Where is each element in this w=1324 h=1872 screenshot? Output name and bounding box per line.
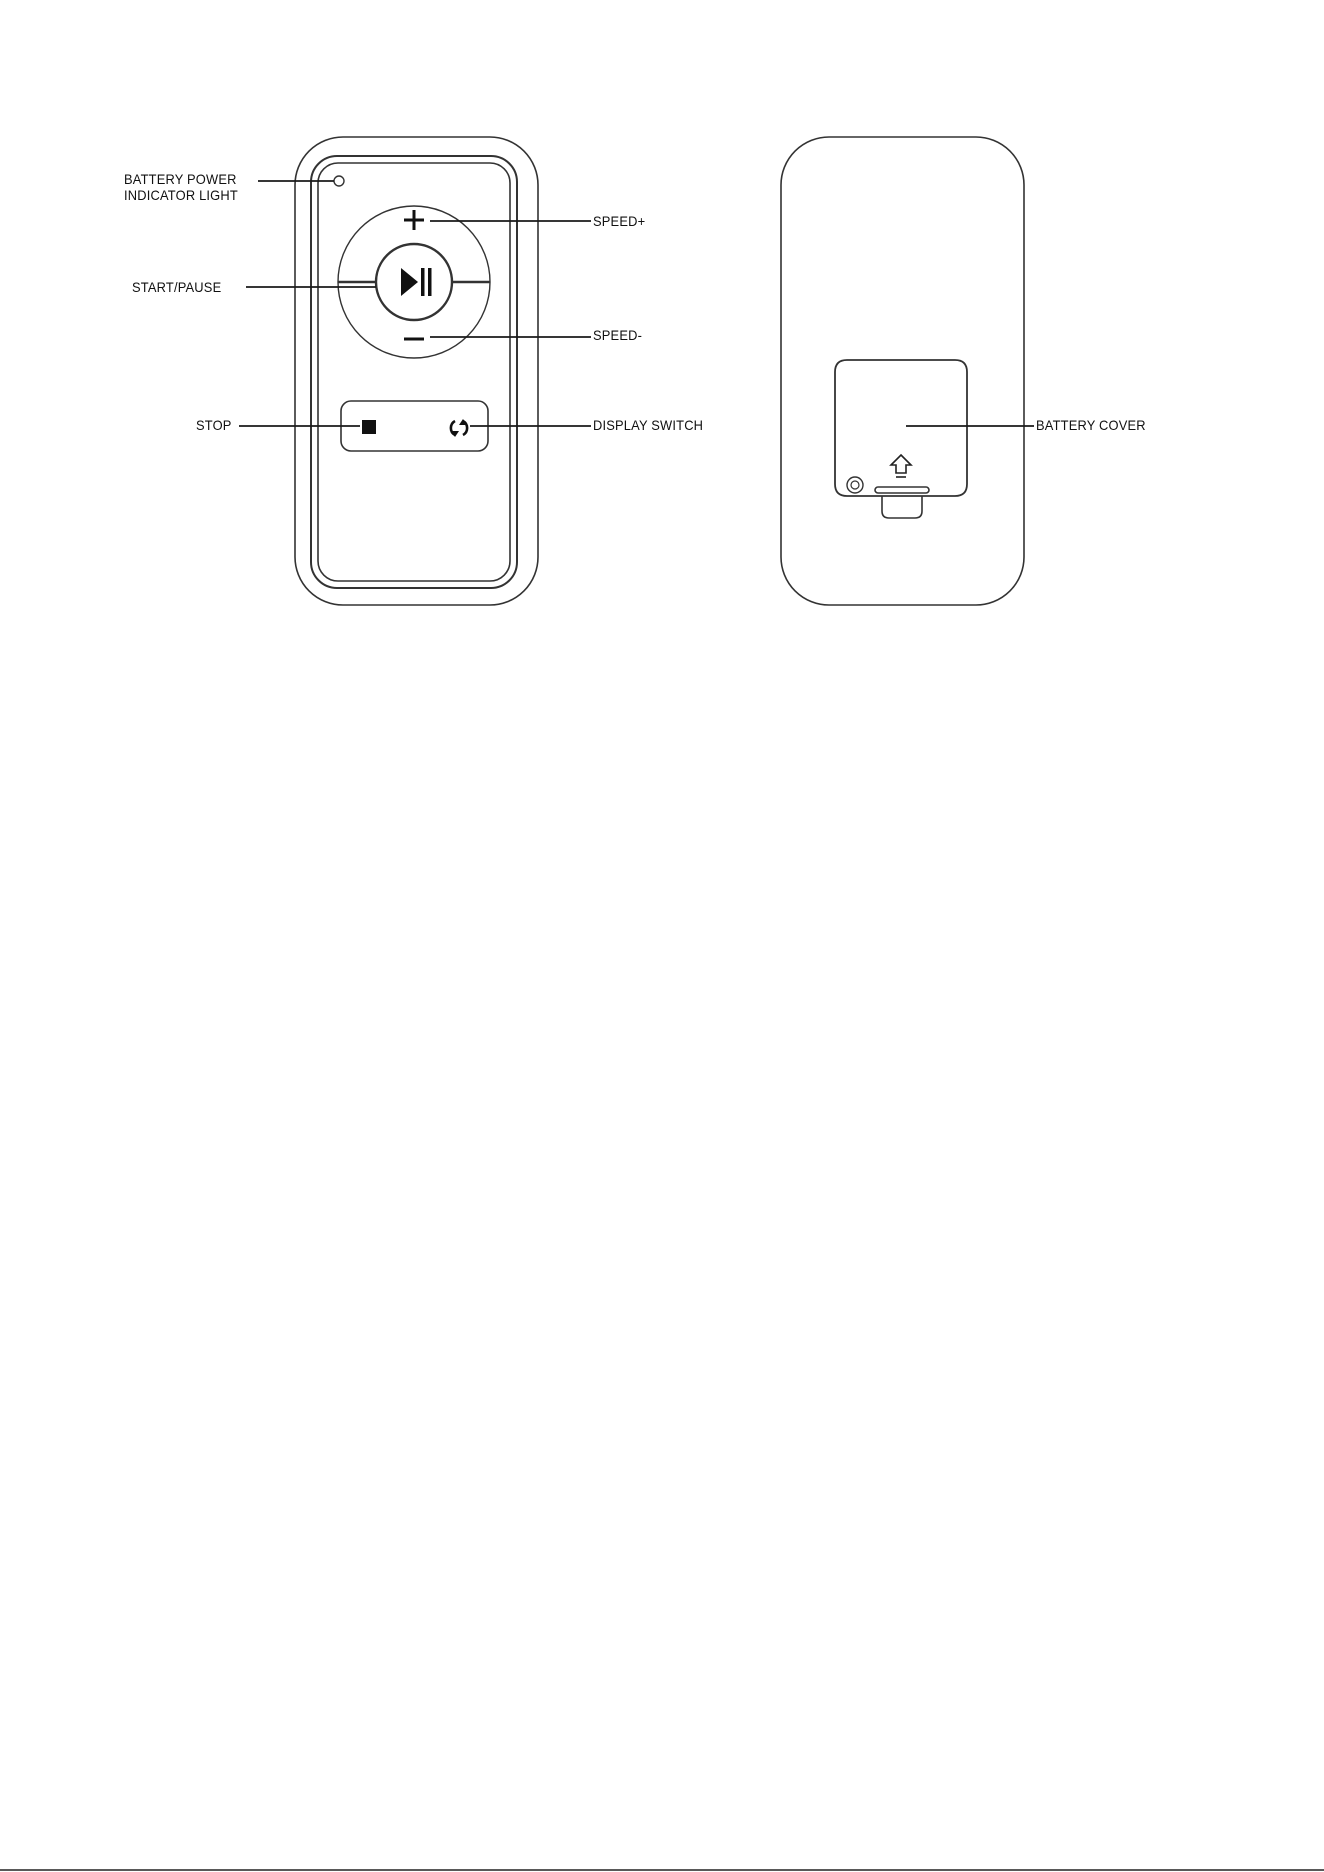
remote-front-outer-body [295,137,538,605]
battery-cover[interactable] [835,360,967,496]
battery-cover-slot [875,487,929,493]
play-pause-icon [401,268,432,296]
remote-back-view [781,137,1024,605]
label-battery-cover: BATTERY COVER [1036,417,1146,433]
refresh-arrows-icon[interactable] [451,419,467,437]
up-arrow-icon [891,455,911,477]
plus-icon[interactable] [404,210,424,230]
label-stop: STOP [196,417,232,433]
remote-back-outer-body [781,137,1024,605]
label-battery-power-indicator-light: BATTERY POWER INDICATOR LIGHT [124,171,238,203]
stop-square-icon[interactable] [362,420,376,434]
remote-front-view [295,137,538,605]
label-start-pause: START/PAUSE [132,279,221,295]
battery-cover-screw [847,477,863,493]
battery-cover-latch [882,496,922,518]
label-display-switch: DISPLAY SWITCH [593,417,703,433]
label-speed-minus: SPEED- [593,327,642,343]
label-speed-plus: SPEED+ [593,213,645,229]
label-battery-power-line2: INDICATOR LIGHT [124,187,238,203]
label-battery-power-line1: BATTERY POWER [124,171,238,187]
battery-indicator-light [334,176,344,186]
